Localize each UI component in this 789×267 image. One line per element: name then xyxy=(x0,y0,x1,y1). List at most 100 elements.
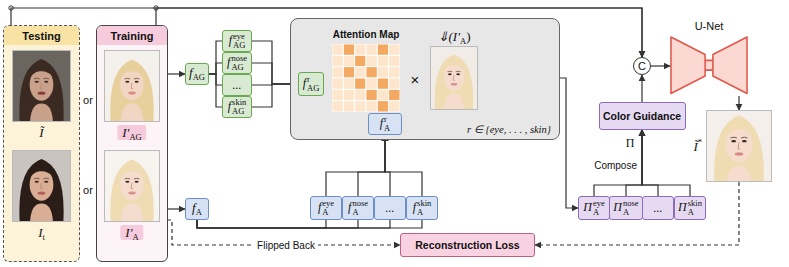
math-text: ΠeyeA xyxy=(583,199,604,217)
symbol-base: ⇓(I′ xyxy=(438,29,461,44)
panel-title: Training xyxy=(111,30,154,42)
feature-box: feyeAG xyxy=(222,30,252,52)
subscript: A xyxy=(688,208,702,217)
connector-line xyxy=(209,74,222,107)
superscript: skin xyxy=(417,199,431,208)
training-image: I′AG xyxy=(104,50,160,122)
connector-line xyxy=(209,41,222,74)
loss-box: Reconstruction Loss xyxy=(400,233,535,257)
symbol-base: f xyxy=(413,200,416,214)
flow-arrow xyxy=(358,135,385,196)
symbol-base: I xyxy=(38,225,42,240)
subscript: AG xyxy=(232,107,246,116)
map-title: Attention Map xyxy=(333,29,400,40)
feature-box: fskinA xyxy=(406,196,438,220)
flow-arrow xyxy=(385,135,390,196)
script-stack: noseA xyxy=(623,199,639,217)
feature-box: fnoseA xyxy=(342,196,374,220)
face-photo xyxy=(707,111,771,181)
node-text: Reconstruction Loss xyxy=(415,239,519,251)
symbol-base: Π xyxy=(678,200,687,214)
symbol-base: f xyxy=(192,200,196,215)
symbol-base: f xyxy=(303,76,306,90)
face-photo xyxy=(431,47,477,109)
subscript: A xyxy=(322,208,334,217)
math-text: feyeAG xyxy=(229,32,246,50)
panel-note: r ∈ {eye, . . . , skin} xyxy=(467,123,551,135)
encoder-box: fA xyxy=(185,198,209,220)
flow-arrow xyxy=(641,75,642,102)
network-name: U-Net xyxy=(695,20,724,32)
symbol-base: f xyxy=(318,200,321,214)
connector-line xyxy=(197,220,326,228)
color-box: ΠeyeA xyxy=(578,196,610,220)
superscript: eye xyxy=(233,32,245,41)
face-photo xyxy=(105,51,159,121)
subscript: AG xyxy=(307,84,319,93)
symbol-tail: ) xyxy=(466,29,470,44)
symbol-label: Π xyxy=(626,136,635,151)
flow-arrow xyxy=(738,96,739,110)
training-panel: TrainingI′AG I′A xyxy=(96,25,168,262)
subscript: AG xyxy=(129,132,141,142)
math-text: I′A xyxy=(120,225,143,240)
concat-symbol: C xyxy=(638,60,646,72)
edge-label: Flipped Back xyxy=(254,240,318,251)
symbol-base: f xyxy=(189,65,193,80)
training-image: I′A xyxy=(104,150,160,222)
color-box: ΠnoseA xyxy=(609,196,643,220)
feature-box: frAG xyxy=(298,72,324,96)
concat-circle: C xyxy=(633,57,651,75)
or-label: or xyxy=(83,184,93,196)
math-text: I′AG xyxy=(117,125,146,140)
multiply-sign: × xyxy=(411,71,420,88)
panel-header: Training xyxy=(97,26,167,45)
face-photo xyxy=(13,151,70,221)
superscript: skin xyxy=(688,199,702,208)
superscript: nose xyxy=(623,199,639,208)
unet-hourglass xyxy=(670,36,748,96)
map-heading: Attention Map xyxy=(333,24,400,42)
flow-arrow xyxy=(326,135,385,196)
feature-box: ... xyxy=(374,196,406,220)
math-text: It xyxy=(38,225,45,240)
script-stack: skinA xyxy=(417,199,431,217)
script-stack: noseA xyxy=(352,199,368,217)
color-box: ... xyxy=(642,196,674,220)
symbol-base: Π xyxy=(583,200,592,214)
symbol-base: Π xyxy=(613,200,622,214)
superscript: eye xyxy=(593,199,605,208)
superscript: skin xyxy=(232,98,246,107)
script-stack: eyeAG xyxy=(233,32,245,50)
symbol-base: f xyxy=(380,116,383,130)
flow-arrow xyxy=(560,78,578,208)
panel-title: Testing xyxy=(22,30,60,42)
image-caption: I′A xyxy=(120,223,143,242)
subscript: AG xyxy=(193,72,205,82)
dashed-arrow xyxy=(535,182,739,245)
or-label: or xyxy=(83,94,93,106)
testing-panel: TestingĨIt xyxy=(3,25,80,262)
unet-shape: U-Net xyxy=(670,36,748,96)
symbol-base: f xyxy=(348,200,351,214)
connector-line xyxy=(197,220,358,228)
node-text: ... xyxy=(654,202,663,214)
panel-header: Testing xyxy=(4,26,79,45)
symbol-base: I′ xyxy=(122,125,129,140)
script-stack: rA xyxy=(384,115,390,133)
symbol-base: f xyxy=(228,99,231,113)
region-set: r ∈ {eye, . . . , skin} xyxy=(467,124,551,135)
math-text: frAG xyxy=(303,75,320,93)
subscript: A xyxy=(460,36,466,46)
feature-box: ... xyxy=(222,74,252,96)
node-text: ... xyxy=(233,79,242,91)
feature-box: frA xyxy=(368,113,402,135)
symbol-base: Ĩ xyxy=(693,139,697,154)
math-text: fskinA xyxy=(413,199,432,217)
node-text: ... xyxy=(386,202,395,214)
flow-arrow xyxy=(156,8,642,57)
flow-arrow xyxy=(594,130,642,196)
image-caption: ⇓(I′A) xyxy=(438,27,471,46)
target-image: It xyxy=(12,150,71,222)
math-text: Ĩ* xyxy=(693,139,702,154)
